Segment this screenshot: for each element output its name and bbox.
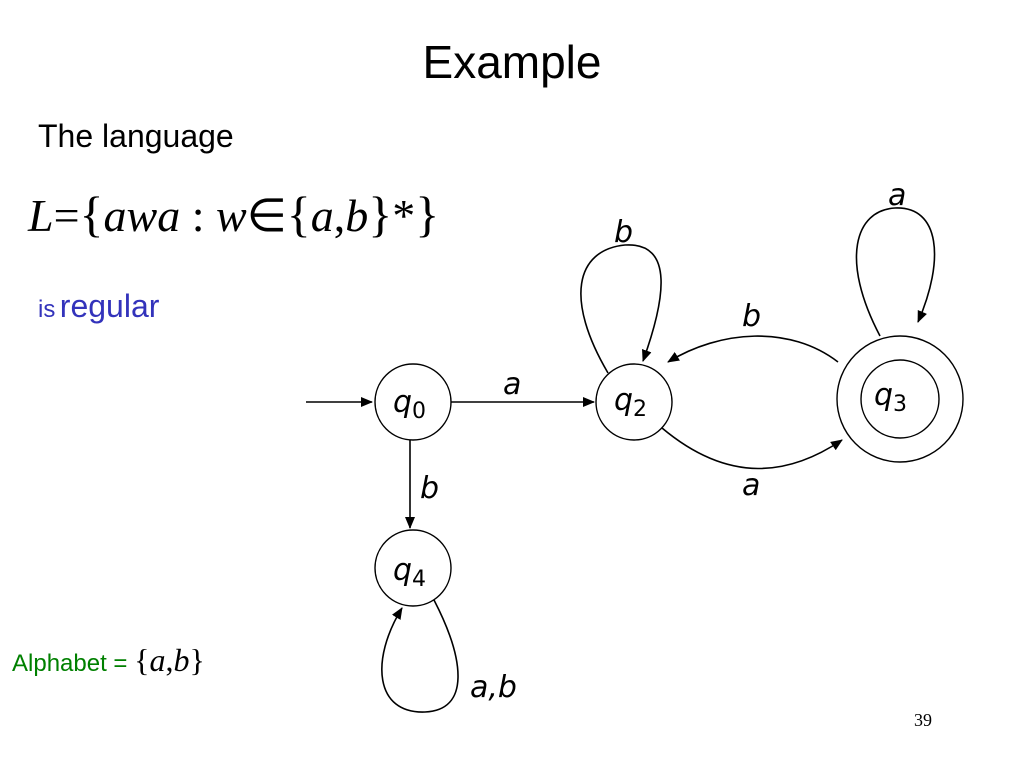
language-formula: L={awa : w∈{a,b}*} xyxy=(28,186,439,244)
formula-word: awa xyxy=(103,190,181,241)
state-q0-base: q xyxy=(393,385,412,420)
formula-inner-close-brace: } xyxy=(368,186,393,242)
state-q2-label: q2 xyxy=(614,383,647,422)
alphabet-symbol-b: b xyxy=(173,642,190,678)
formula-element-of: ∈ xyxy=(246,190,287,241)
alphabet-set: {a,b} xyxy=(134,642,205,678)
formula-colon: : xyxy=(191,190,205,241)
regular-word: regular xyxy=(59,288,160,324)
transition-q0-q4-label: b xyxy=(420,471,439,506)
transition-q0-q4: b xyxy=(405,440,439,529)
transition-q3-q3-loop: a xyxy=(855,178,936,337)
page-number: 39 xyxy=(914,710,932,730)
transition-q3-q2-path xyxy=(667,335,839,363)
transition-q4-q4-path xyxy=(381,599,459,713)
transition-q2-q2-path xyxy=(580,244,662,374)
transition-q2-q2-label: b xyxy=(614,215,633,250)
formula-inner-open-brace: { xyxy=(286,186,311,242)
slide-title: Example xyxy=(422,36,602,88)
formula-open-brace: { xyxy=(79,186,104,242)
formula-close-brace: } xyxy=(415,186,440,242)
is-word: is xyxy=(38,296,56,323)
state-q4-sub: 4 xyxy=(412,567,426,592)
alphabet-close-brace: } xyxy=(189,642,205,678)
transition-q2-q3-label: a xyxy=(742,468,760,503)
alphabet-label: Alphabet = xyxy=(12,650,128,677)
transition-q3-q2: b xyxy=(667,299,839,363)
state-q4-label: q4 xyxy=(393,553,426,592)
alphabet-definition: Alphabet = {a,b} xyxy=(12,640,205,684)
formula-symbol-b: b xyxy=(345,190,369,241)
intro-text: The language xyxy=(38,118,234,154)
formula-lhs: L xyxy=(28,190,54,241)
transition-q2-q3-path xyxy=(661,427,843,470)
alphabet-open-brace: { xyxy=(134,642,150,678)
transition-q3-q3-label: a xyxy=(888,178,906,213)
state-q4-base: q xyxy=(393,553,412,588)
regular-statement: is regular xyxy=(38,288,159,325)
transition-q2-q2-loop: b xyxy=(580,215,662,374)
transition-q0-q2: a xyxy=(451,367,595,407)
state-q3: q3 xyxy=(836,335,964,463)
alphabet-comma: , xyxy=(165,642,174,678)
formula-star: * xyxy=(392,190,416,241)
formula-var: w xyxy=(216,190,247,241)
state-q0: q0 xyxy=(374,363,452,441)
transition-q2-q3: a xyxy=(661,427,843,503)
state-q2: q2 xyxy=(595,363,673,441)
state-q2-circle xyxy=(595,363,673,441)
transition-q0-q2-label: a xyxy=(503,367,521,402)
transition-q3-q3-path xyxy=(855,207,936,337)
transition-q3-q2-label: b xyxy=(742,299,761,334)
state-q3-sub: 3 xyxy=(893,392,907,417)
state-q4: q4 xyxy=(374,529,452,607)
state-q3-label: q3 xyxy=(874,378,907,417)
state-q3-base: q xyxy=(874,378,893,413)
transition-q4-q4-label: a,b xyxy=(470,670,517,705)
alphabet-symbol-a: a xyxy=(149,642,166,678)
formula-symbol-a: a xyxy=(310,190,334,241)
formula-equals: = xyxy=(53,190,80,241)
state-q4-circle xyxy=(374,529,452,607)
formula-comma: , xyxy=(333,190,346,241)
state-q2-base: q xyxy=(614,383,633,418)
transition-q4-q4-loop: a,b xyxy=(381,599,517,713)
state-q2-sub: 2 xyxy=(633,397,647,422)
state-q0-sub: 0 xyxy=(412,399,426,424)
state-q3-inner-circle xyxy=(860,359,940,439)
state-q0-label: q0 xyxy=(393,385,426,424)
